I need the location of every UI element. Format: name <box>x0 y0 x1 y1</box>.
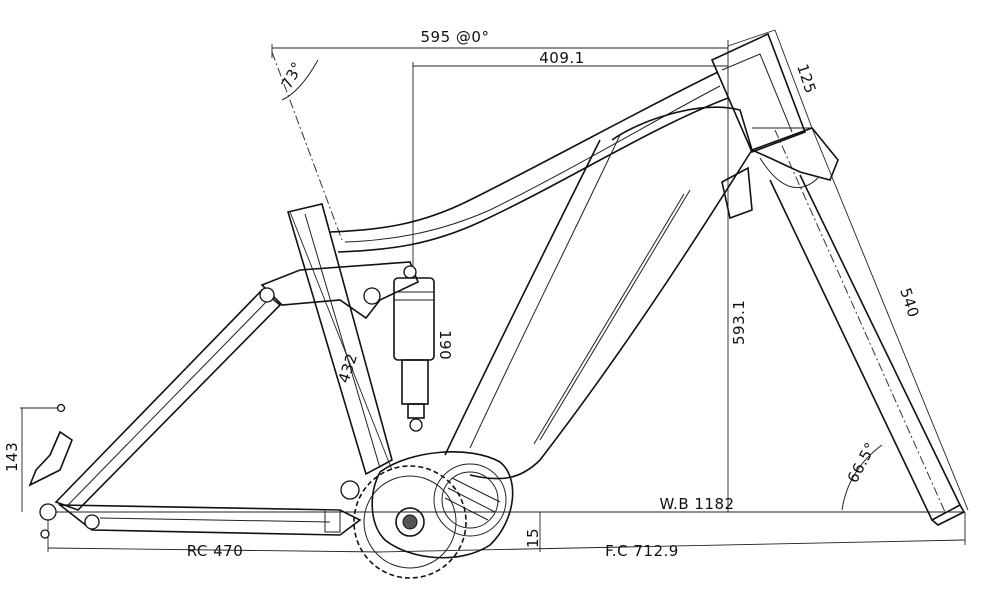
reach-label: 595 @0° <box>421 28 490 46</box>
axle-height-dimension <box>20 403 66 512</box>
shock-stroke-label: 190 <box>436 330 454 360</box>
head-angle-mark <box>841 444 883 511</box>
axle-height-label: 143 <box>3 442 21 472</box>
reach-dimension <box>271 40 729 60</box>
head-tube-label: 125 <box>793 62 819 96</box>
chainring <box>353 465 467 579</box>
rear-shock <box>393 277 435 432</box>
fork-length-label: 540 <box>896 286 922 320</box>
seat-angle-mark <box>271 51 343 241</box>
motor-housing <box>371 451 514 559</box>
chainstay-label: RC 470 <box>187 542 244 560</box>
rear-dropout <box>28 430 360 539</box>
seat-tube <box>286 203 393 476</box>
stack-offset-label: 409.1 <box>539 49 584 67</box>
wheelbase-label: W.B 1182 <box>659 495 734 513</box>
chainstay <box>57 504 362 536</box>
stack-label: 593.1 <box>730 300 748 345</box>
head-tube <box>710 32 807 154</box>
seat-tube-label: 432 <box>335 351 361 385</box>
stack-offset-dimension <box>412 62 728 268</box>
front-center-label: F.C 712.9 <box>605 542 679 560</box>
seat-stay <box>54 288 282 511</box>
seat-tube-dimension <box>289 211 393 471</box>
head-tube-dimension <box>727 29 813 129</box>
bb-drop-label: 15 <box>524 528 542 548</box>
fork-length-dimension <box>774 127 969 513</box>
head-angle-label: 66.5° <box>844 439 880 486</box>
down-tube <box>444 106 753 480</box>
fork-crown <box>721 127 966 526</box>
rocker-link <box>259 261 420 320</box>
top-tube <box>329 71 729 253</box>
seat-angle-label: 73° <box>278 59 307 92</box>
